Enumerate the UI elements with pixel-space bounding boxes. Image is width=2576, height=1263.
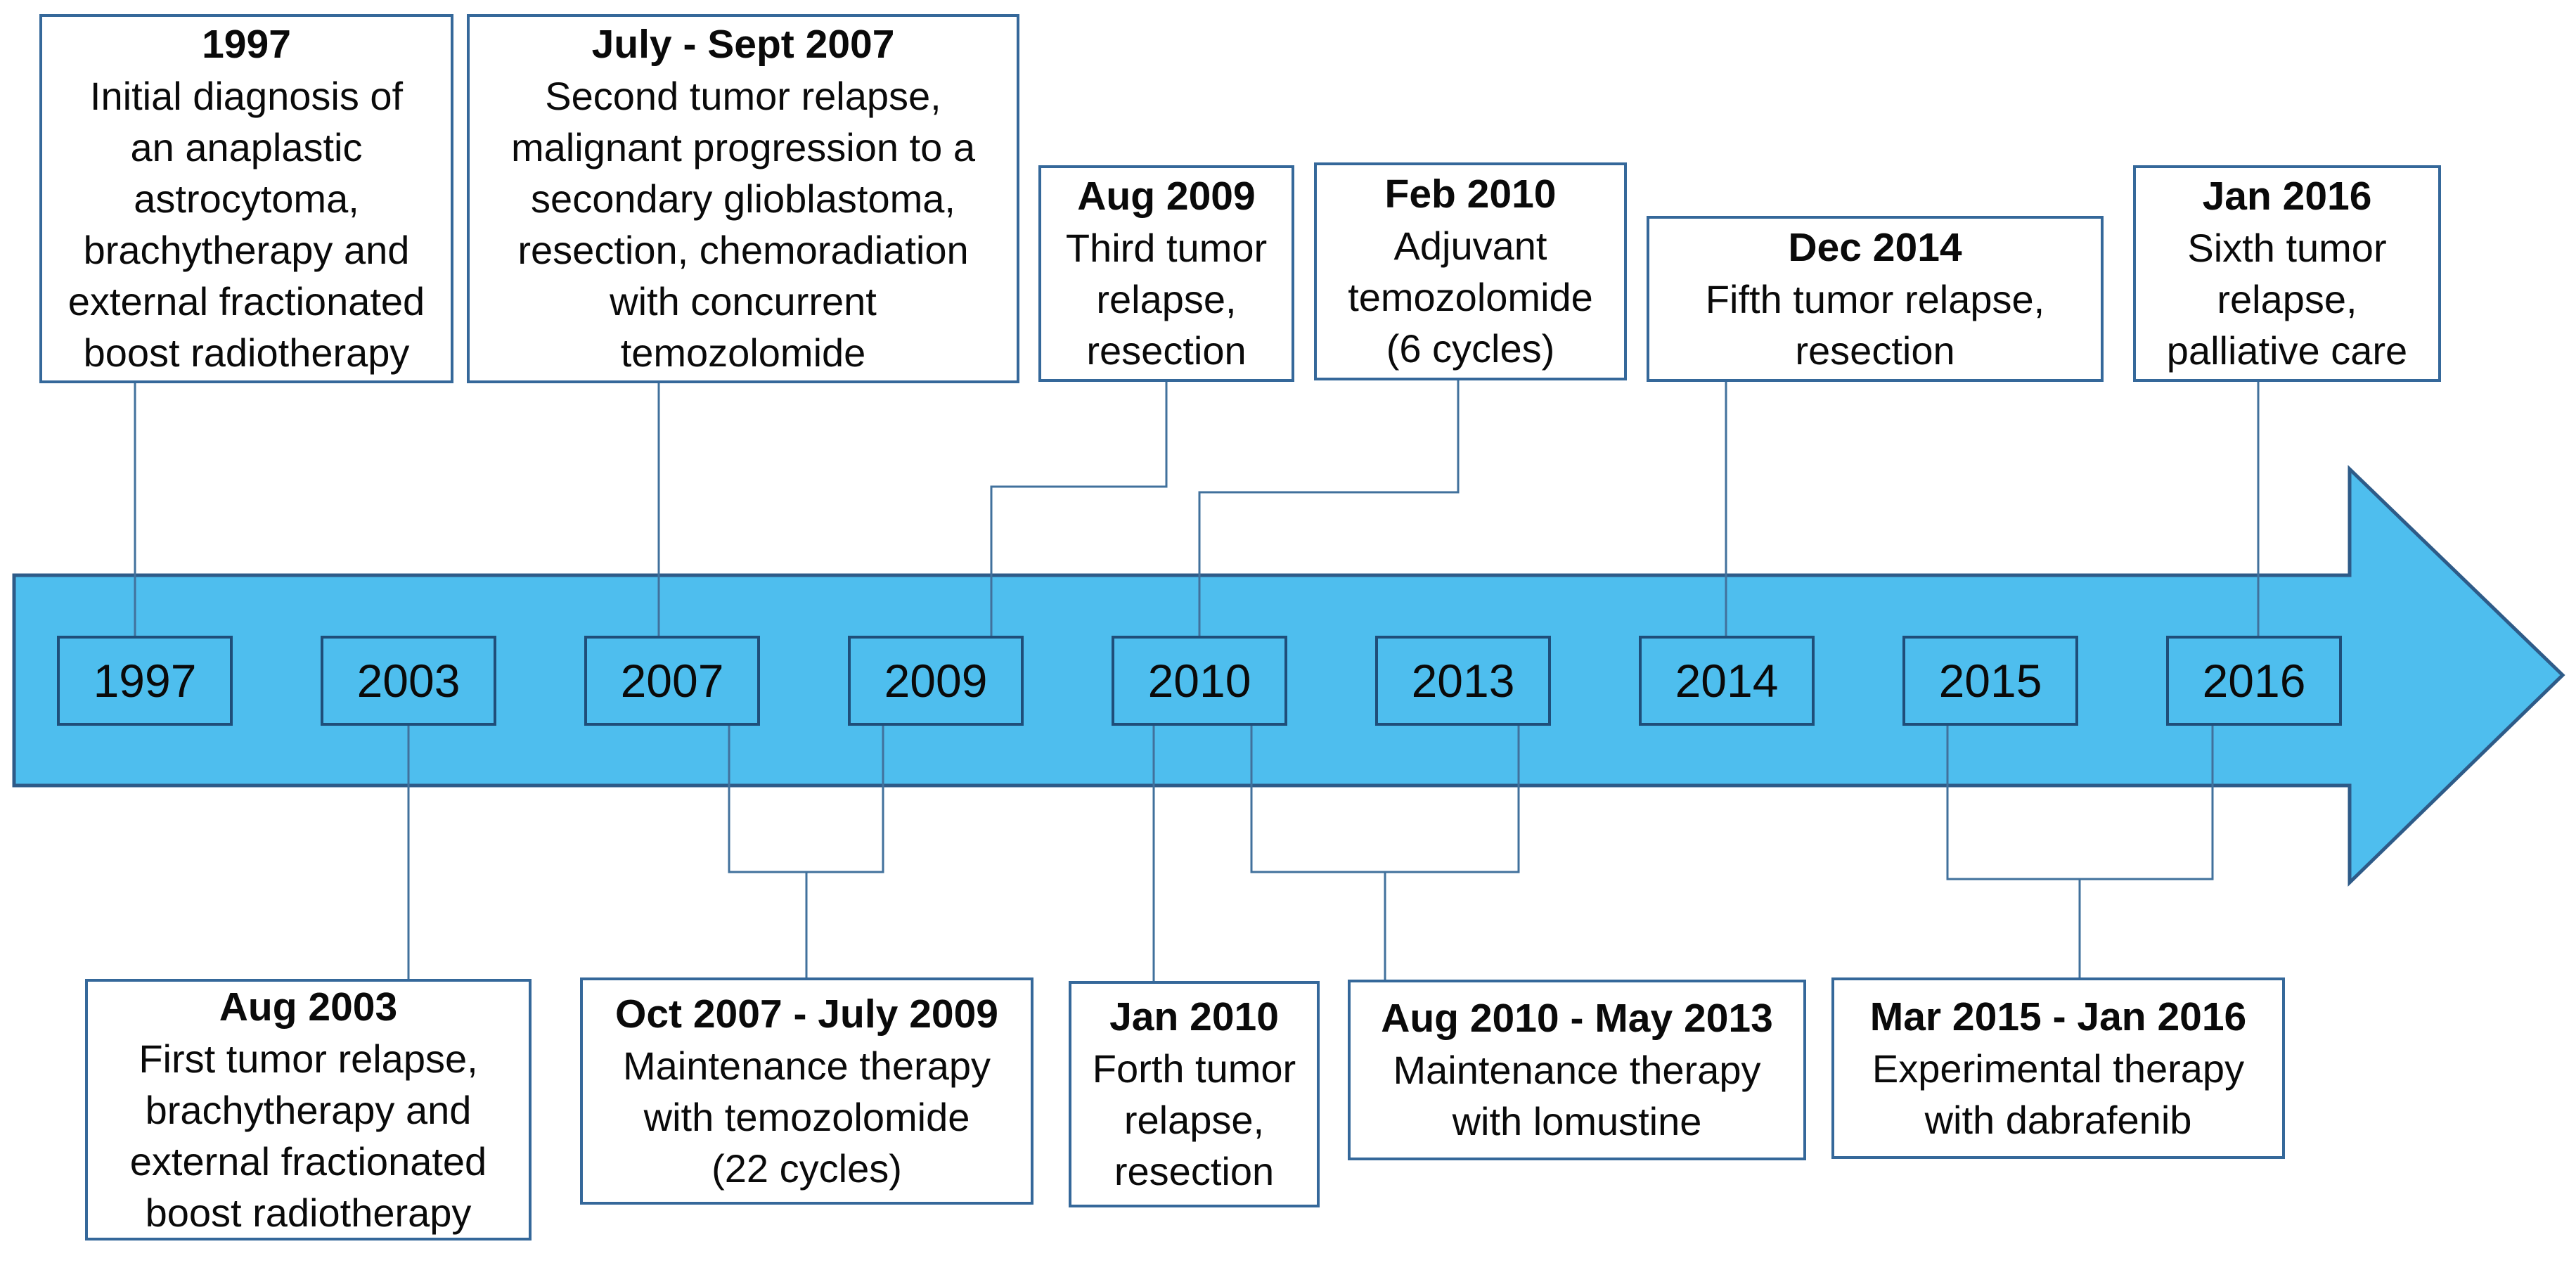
event-box-jan-2010-fourth-relapse: Jan 2010 Forth tumor relapse, resection: [1069, 981, 1320, 1207]
event-box-mar-2015-jan-2016-dabrafenib: Mar 2015 - Jan 2016 Experimental therapy…: [1831, 977, 2285, 1159]
event-line: Adjuvant: [1393, 224, 1547, 268]
year-box-2003: 2003: [321, 636, 496, 726]
event-line: temozolomide: [1348, 275, 1593, 319]
connector-2007-2009-merge: [728, 726, 884, 977]
year-box-2016: 2016: [2166, 636, 2342, 726]
event-line: resection, chemoradiation: [517, 228, 969, 272]
event-line: resection: [1795, 328, 1955, 373]
timeline-arrow: [12, 465, 2565, 887]
connector-aug2009-elbow: [990, 382, 1168, 636]
year-box-2007: 2007: [584, 636, 760, 726]
year-label: 2013: [1411, 655, 1515, 707]
event-line: Second tumor relapse,: [545, 74, 941, 118]
year-label: 2003: [356, 655, 461, 707]
event-box-1997-diagnosis: 1997 Initial diagnosis of an anaplastic …: [39, 14, 453, 383]
event-line: Maintenance therapy: [1393, 1048, 1761, 1092]
year-label: 1997: [93, 655, 197, 707]
connector-feb2010-elbow: [1198, 380, 1460, 636]
event-box-aug-2009-third-relapse: Aug 2009 Third tumor relapse, resection: [1038, 165, 1294, 382]
year-box-2010: 2010: [1112, 636, 1287, 726]
event-box-aug-2010-may-2013-lomustine: Aug 2010 - May 2013 Maintenance therapy …: [1348, 980, 1806, 1160]
event-line: astrocytoma,: [134, 177, 359, 221]
year-label: 2010: [1147, 655, 1251, 707]
year-label: 2007: [620, 655, 724, 707]
event-box-dec-2014-fifth-relapse: Dec 2014 Fifth tumor relapse, resection: [1647, 216, 2104, 382]
year-box-2013: 2013: [1375, 636, 1551, 726]
event-line: brachytherapy and: [83, 228, 410, 272]
year-label: 2014: [1675, 655, 1779, 707]
event-title: Aug 2003: [219, 984, 398, 1030]
connector-2015-2016-merge: [1946, 726, 2214, 977]
event-line: First tumor relapse,: [139, 1036, 478, 1081]
event-line: with concurrent: [610, 279, 877, 323]
event-line: boost radiotherapy: [83, 331, 410, 375]
event-box-aug-2003-first-relapse: Aug 2003 First tumor relapse, brachyther…: [85, 979, 532, 1240]
event-line: brachytherapy and: [145, 1087, 472, 1132]
event-line: secondary glioblastoma,: [531, 177, 955, 221]
event-line: external fractionated: [129, 1139, 487, 1184]
event-title: 1997: [202, 22, 291, 67]
event-title: Oct 2007 - July 2009: [614, 991, 998, 1037]
event-title: Aug 2010 - May 2013: [1381, 996, 1773, 1041]
year-label: 2016: [2202, 655, 2306, 707]
event-box-july-sept-2007-second-relapse: July - Sept 2007 Second tumor relapse, m…: [467, 14, 1019, 383]
event-box-oct-2007-july-2009-maintenance: Oct 2007 - July 2009 Maintenance therapy…: [580, 977, 1033, 1205]
event-line: relapse,: [1123, 1098, 1265, 1142]
event-line: resection: [1114, 1149, 1275, 1193]
event-line: resection: [1086, 328, 1247, 373]
event-title: Dec 2014: [1788, 224, 1962, 270]
event-line: boost radiotherapy: [145, 1190, 472, 1235]
year-label: 2009: [884, 655, 988, 707]
event-title: Jan 2010: [1109, 994, 1279, 1039]
event-title: Jan 2016: [2202, 174, 2372, 219]
event-title: Mar 2015 - Jan 2016: [1869, 994, 2247, 1039]
event-line: an anaplastic: [130, 125, 363, 169]
year-box-2015: 2015: [1902, 636, 2078, 726]
event-line: with lomustine: [1452, 1099, 1702, 1143]
event-box-feb-2010-adjuvant-temozolomide: Feb 2010 Adjuvant temozolomide (6 cycles…: [1314, 162, 1627, 380]
event-line: Experimental therapy: [1872, 1046, 2245, 1091]
year-box-2009: 2009: [848, 636, 1024, 726]
event-line: external fractionated: [67, 279, 425, 323]
event-line: Initial diagnosis of: [89, 74, 404, 118]
event-line: Third tumor: [1065, 226, 1268, 270]
connector-2010-2013-merge: [1250, 726, 1520, 980]
event-line: Forth tumor: [1092, 1046, 1296, 1091]
event-line: palliative care: [2166, 328, 2408, 373]
year-box-1997: 1997: [57, 636, 233, 726]
event-title: July - Sept 2007: [591, 22, 895, 67]
event-line: Sixth tumor: [2187, 226, 2387, 270]
event-box-jan-2016-sixth-relapse: Jan 2016 Sixth tumor relapse, palliative…: [2133, 165, 2441, 382]
event-line: Fifth tumor relapse,: [1705, 276, 2045, 321]
event-line: malignant progression to a: [511, 125, 975, 169]
event-line: (22 cycles): [711, 1146, 902, 1191]
year-box-2014: 2014: [1639, 636, 1815, 726]
event-line: temozolomide: [620, 331, 866, 375]
event-line: with temozolomide: [643, 1094, 970, 1139]
event-line: with dabrafenib: [1924, 1097, 2192, 1142]
year-label: 2015: [1938, 655, 2042, 707]
event-line: relapse,: [2217, 277, 2357, 321]
event-title: Aug 2009: [1077, 174, 1256, 219]
event-line: relapse,: [1096, 277, 1237, 321]
event-title: Feb 2010: [1384, 172, 1557, 217]
event-line: (6 cycles): [1386, 326, 1555, 371]
event-line: Maintenance therapy: [622, 1043, 991, 1088]
